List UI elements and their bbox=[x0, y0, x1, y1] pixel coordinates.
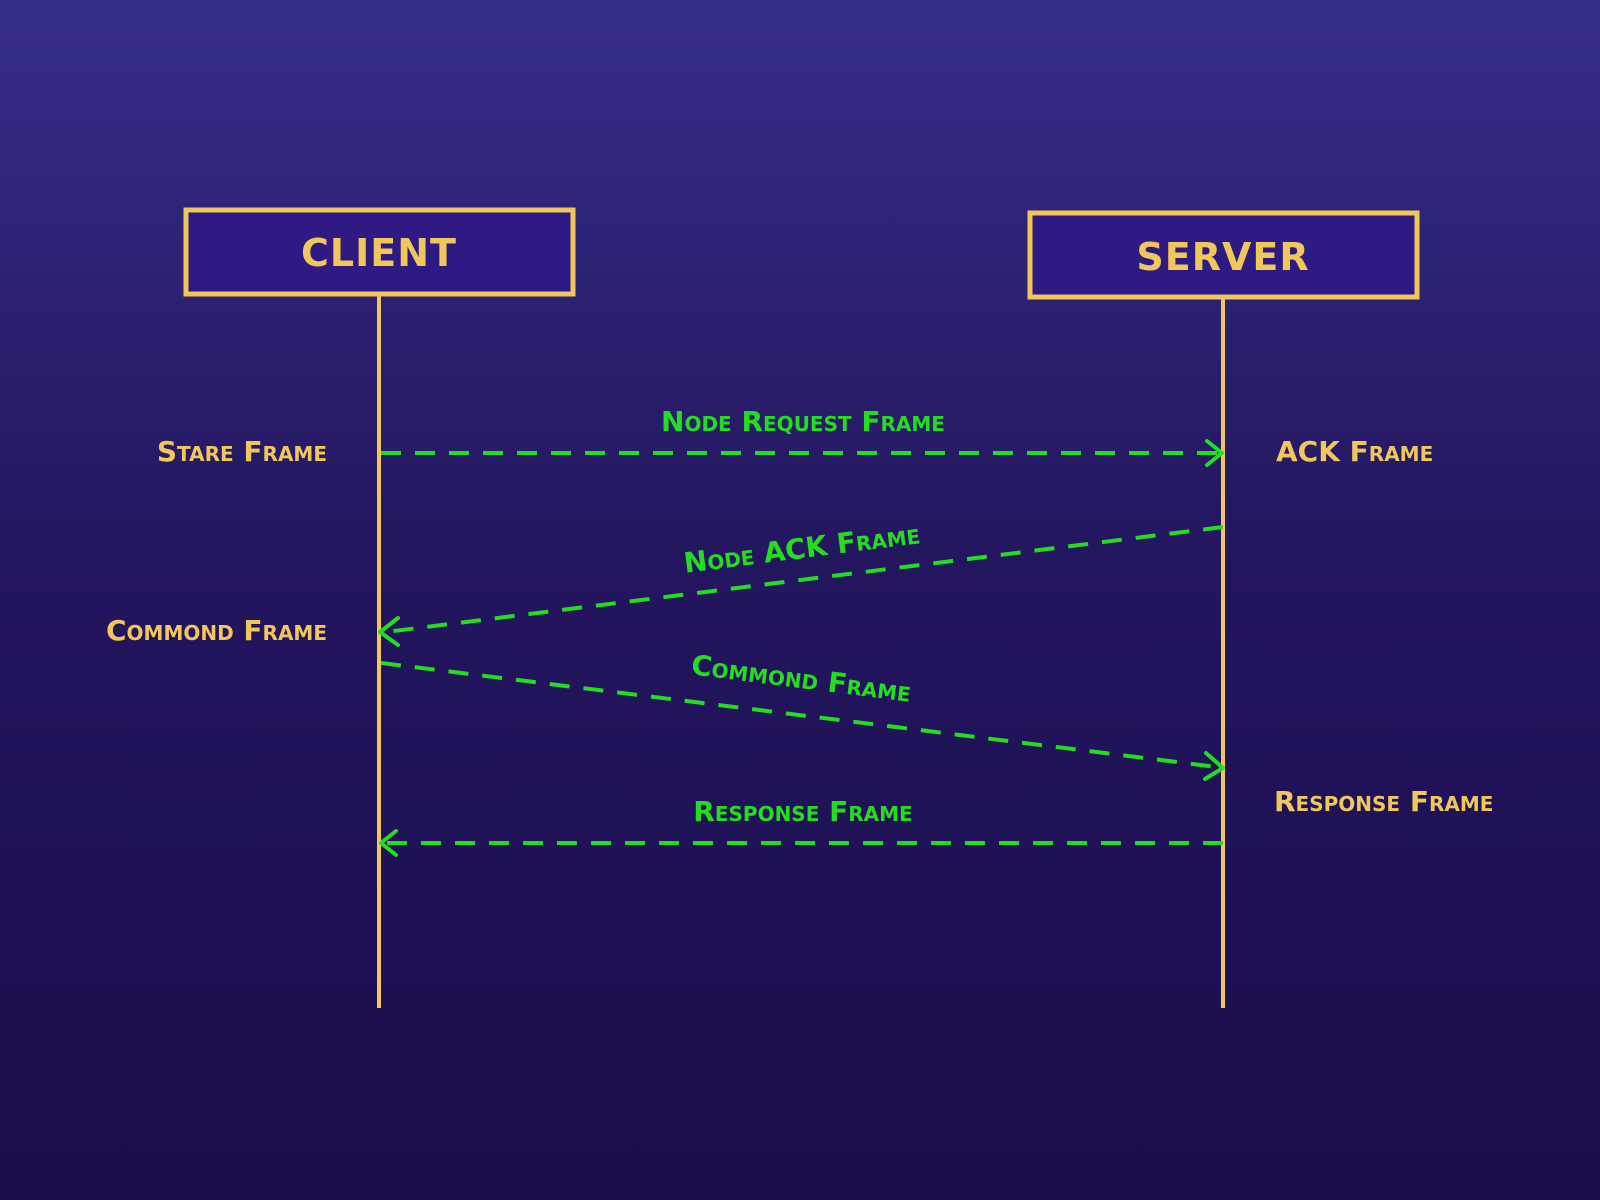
message-command-line bbox=[380, 661, 1218, 769]
message-response-label: Response Frame bbox=[693, 795, 912, 828]
message-command-label: Commond Frame bbox=[689, 648, 912, 708]
arrow-right-icon bbox=[1205, 439, 1224, 467]
message-response: Response Frame bbox=[379, 795, 1223, 857]
arrow-right-icon bbox=[1203, 751, 1225, 781]
message-command: Commond Frame bbox=[380, 648, 1225, 781]
arrow-left-icon bbox=[378, 616, 400, 647]
message-node-request: Node Request Frame bbox=[381, 405, 1224, 467]
arrow-left-icon bbox=[379, 829, 398, 857]
client-box: CLIENT bbox=[183, 207, 576, 297]
client-state-label-command: Commond Frame bbox=[106, 614, 327, 647]
client-box-frame bbox=[183, 207, 576, 297]
message-node-request-label: Node Request Frame bbox=[661, 405, 945, 438]
server-box: SERVER bbox=[1027, 210, 1420, 300]
client-title: CLIENT bbox=[301, 231, 457, 275]
server-state-label-ack: ACK Frame bbox=[1276, 435, 1433, 468]
message-node-ack-line bbox=[385, 525, 1224, 634]
server-box-frame bbox=[1027, 210, 1420, 300]
message-node-ack-label: Node ACK Frame bbox=[682, 517, 922, 580]
client-state-label-start: Stare Frame bbox=[157, 435, 327, 468]
message-node-ack: Node ACK Frame bbox=[378, 517, 1224, 647]
server-state-label-response: Response Frame bbox=[1274, 785, 1493, 818]
server-title: SERVER bbox=[1136, 235, 1309, 279]
